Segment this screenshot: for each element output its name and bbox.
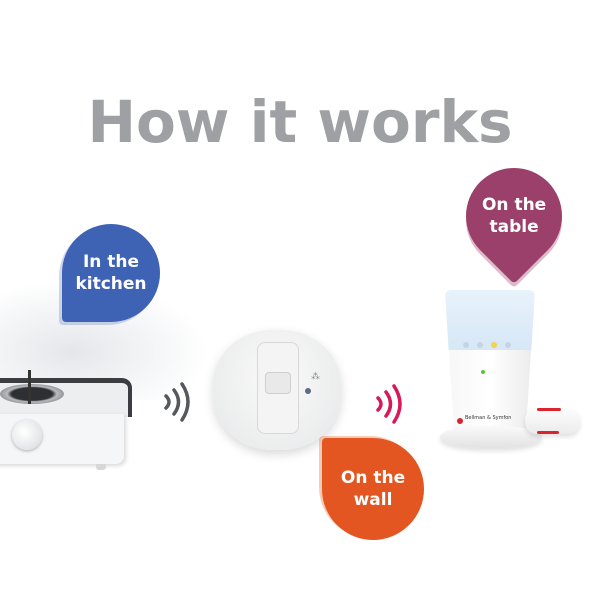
table-receiver-image: Bellman & Symfon — [440, 290, 542, 450]
burner-icon — [0, 384, 64, 404]
table-bubble-line1: On the — [481, 194, 547, 215]
receiver-brand: Bellman & Symfon — [465, 415, 512, 421]
table-bubble: On the table — [446, 148, 582, 284]
gas-stove-image — [0, 370, 132, 470]
stove-foot — [96, 464, 106, 470]
brand-logo-icon — [457, 418, 463, 424]
page-title: How it works — [87, 88, 513, 156]
indicator-light-active — [491, 342, 497, 348]
table-bubble-line2: table — [489, 216, 539, 237]
pad-stripe — [537, 431, 559, 434]
brand-logo-icon — [305, 388, 311, 394]
indicator-light — [505, 342, 511, 348]
kitchen-bubble: In the kitchen — [62, 224, 160, 322]
stove-knob — [12, 420, 42, 450]
kitchen-bubble-line2: kitchen — [75, 274, 147, 294]
signal-waves-red-icon — [370, 382, 410, 426]
light-dome — [445, 290, 535, 350]
wall-bubble: On the wall — [322, 438, 424, 540]
sound-holes-icon: ⁂ — [311, 372, 320, 382]
power-led-icon — [481, 370, 485, 374]
vibrating-pad-image — [525, 408, 580, 434]
signal-waves-icon — [158, 380, 198, 424]
grate — [28, 370, 31, 404]
indicator-light — [477, 342, 483, 348]
detector-test-button — [265, 372, 291, 394]
receiver-base — [440, 426, 542, 448]
wall-bubble-line2: wall — [353, 490, 393, 510]
kitchen-bubble-line1: In the — [82, 252, 140, 272]
wall-detector-image: ⁂ — [213, 330, 341, 450]
indicator-light — [463, 342, 469, 348]
wall-bubble-line1: On the — [340, 468, 406, 488]
pad-stripe — [537, 408, 561, 411]
receiver-body — [449, 350, 531, 430]
